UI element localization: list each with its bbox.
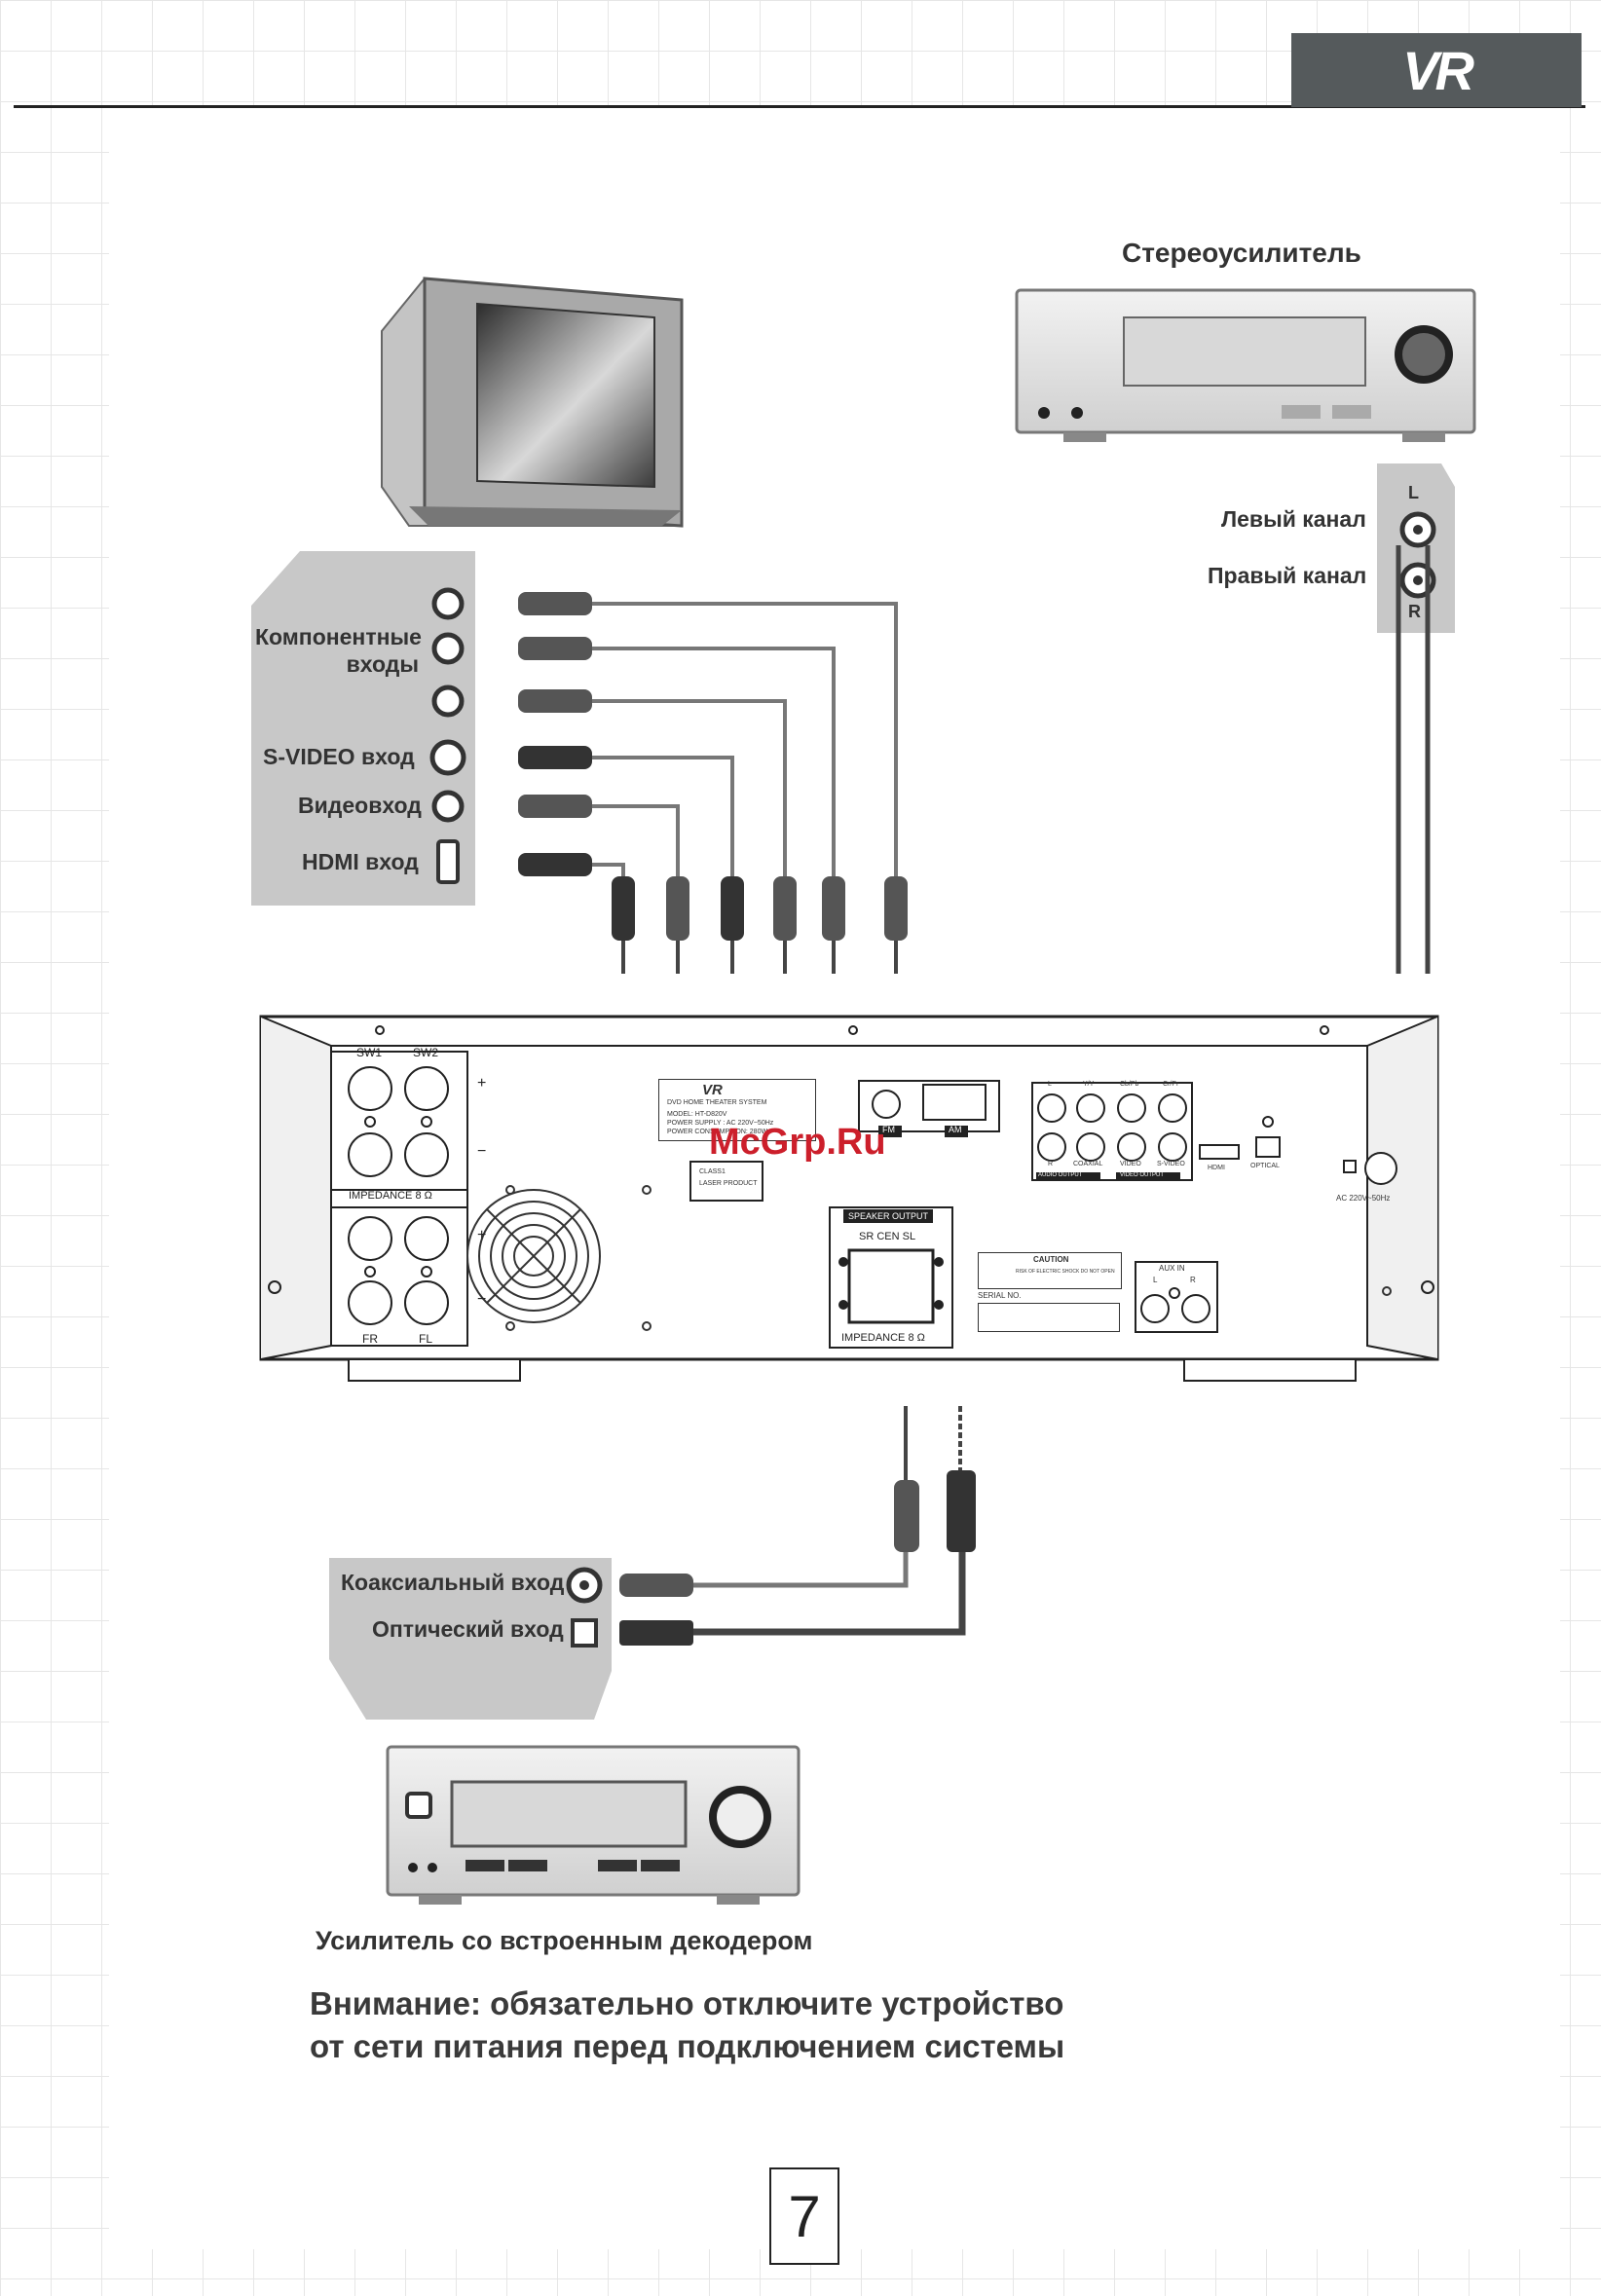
rp-audio-l: L xyxy=(1048,1081,1052,1088)
rp-aux-l: L xyxy=(1153,1276,1158,1284)
decoder-amplifier-illustration xyxy=(386,1745,800,1905)
model-title: DVD HOME THEATER SYSTEM xyxy=(667,1099,767,1106)
model-line2: POWER SUPPLY : AC 220V~50Hz xyxy=(667,1120,774,1127)
rp-video-output: VIDEO OUTPUT xyxy=(1120,1172,1165,1178)
dvd-rear-panel xyxy=(259,1015,1439,1382)
rp-y: Y/Y xyxy=(1083,1081,1095,1088)
rp-fm: FM xyxy=(882,1125,895,1134)
jack-r-label: R xyxy=(1408,602,1421,621)
serial-number-box xyxy=(978,1303,1120,1332)
hdmi-input-label: HDMI вход xyxy=(302,849,419,874)
caution-label: CAUTION RISK OF ELECTRIC SHOCK DO NOT OP… xyxy=(978,1252,1122,1289)
rp-speaker-output: SPEAKER OUTPUT xyxy=(843,1209,933,1223)
tv-illustration xyxy=(381,277,684,528)
rp-video: VIDEO xyxy=(1120,1161,1141,1167)
rp-speaker-channels: SR CEN SL xyxy=(859,1231,916,1242)
rp-am: AM xyxy=(949,1125,962,1134)
rp-sw1: SW1 xyxy=(356,1046,383,1059)
tv-cable-ends xyxy=(621,941,898,974)
rp-minus-top: − xyxy=(477,1143,487,1160)
component-inputs-label: Компонентные входы xyxy=(255,624,422,677)
stereo-amp-label: Стереоусилитель xyxy=(1122,238,1361,268)
decoder-input-panel xyxy=(329,1558,612,1720)
video-input-label: Видеовход xyxy=(298,793,422,818)
model-line3: POWER CONSUMPTION: 280W xyxy=(667,1129,768,1135)
rp-svideo: S-VIDEO xyxy=(1157,1161,1185,1167)
model-label-card: VR DVD HOME THEATER SYSTEM MODEL: HT-D82… xyxy=(658,1079,816,1141)
stereo-amplifier-illustration xyxy=(1015,288,1476,442)
warning-note: Внимание: обязательно отключите устройст… xyxy=(310,1985,1065,2064)
rp-plus-top: + xyxy=(477,1075,487,1092)
page-number: 7 xyxy=(769,2167,839,2265)
rp-fr: FR xyxy=(362,1332,378,1346)
brand-logo-text: VR xyxy=(1402,39,1474,101)
rp-cb: Cb/Pb xyxy=(1120,1081,1139,1088)
rp-ac: AC 220V~50Hz xyxy=(1336,1194,1391,1203)
rp-hdmi: HDMI xyxy=(1208,1165,1225,1171)
rp-optical: OPTICAL xyxy=(1250,1163,1280,1169)
stereo-lr-jacks xyxy=(1377,463,1455,974)
caution-sub: RISK OF ELECTRIC SHOCK DO NOT OPEN xyxy=(1016,1269,1115,1275)
rp-impedance-top: IMPEDANCE 8 Ω xyxy=(349,1190,432,1202)
tv-cables xyxy=(584,602,898,886)
rp-sw2: SW2 xyxy=(413,1046,439,1059)
header-rule xyxy=(14,105,1585,108)
tv-input-panel xyxy=(251,551,475,906)
rp-fl: FL xyxy=(419,1332,433,1346)
caution-title: CAUTION xyxy=(1033,1255,1069,1264)
model-brand: VR xyxy=(702,1082,723,1098)
coaxial-input-label: Коаксиальный вход xyxy=(341,1570,565,1595)
rp-audio-r: R xyxy=(1048,1161,1054,1167)
decoder-amp-label: Усилитель со встроенным декодером xyxy=(316,1926,813,1955)
rp-cr: Cr/Pr xyxy=(1163,1081,1179,1088)
watermark: McGrp.Ru xyxy=(709,1122,886,1163)
rp-coaxial: COAXIAL xyxy=(1073,1161,1103,1167)
jack-l-label: L xyxy=(1408,483,1419,502)
rp-minus-bottom: − xyxy=(477,1291,487,1308)
svideo-input-label: S-VIDEO вход xyxy=(263,744,415,769)
laser-class-card: CLASS1 LASER PRODUCT xyxy=(689,1161,763,1202)
class-line1: CLASS1 xyxy=(699,1168,726,1175)
rp-aux-in: AUX IN xyxy=(1159,1264,1185,1273)
rp-serial: SERIAL NO. xyxy=(978,1291,1022,1300)
left-channel-label: Левый канал xyxy=(1221,506,1366,532)
rp-impedance-speaker: IMPEDANCE 8 Ω xyxy=(841,1332,925,1344)
rp-aux-r: R xyxy=(1190,1276,1196,1284)
tv-cable-plugs-horizontal xyxy=(518,592,592,876)
brand-logo: VR xyxy=(1291,33,1582,107)
class-line2: LASER PRODUCT xyxy=(699,1180,758,1187)
rp-plus-bottom: + xyxy=(477,1227,487,1243)
rp-audio-output: AUDIO OUTPUT xyxy=(1038,1172,1083,1178)
optical-input-label: Оптический вход xyxy=(372,1616,564,1642)
model-line1: MODEL: HT-D820V xyxy=(667,1111,727,1118)
tv-cable-plugs-vertical xyxy=(612,876,908,941)
decoder-cables xyxy=(619,1406,976,1646)
right-channel-label: Правый канал xyxy=(1208,563,1367,588)
